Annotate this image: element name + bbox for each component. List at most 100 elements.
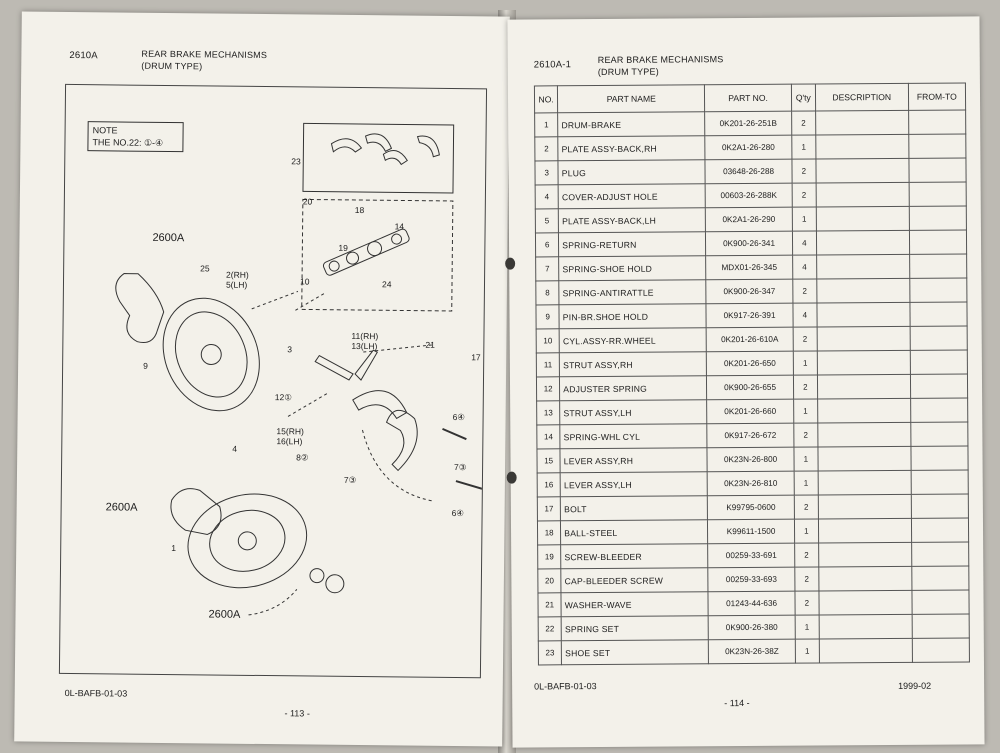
cell-part-name: PLATE ASSY-BACK,RH <box>558 135 706 161</box>
cell-part-no: 0K23N-26-38Z <box>708 639 796 664</box>
binder-hole <box>505 257 516 270</box>
cell-part-name: SPRING-SHOE HOLD <box>558 255 707 281</box>
cell-no: 19 <box>537 544 562 569</box>
cell-part-name: ADJUSTER SPRING <box>559 375 707 401</box>
exploded-diagram: NOTE THE NO.22: ①-④ 23 20 18 19 14 24 25… <box>58 83 488 679</box>
cell-qty: 2 <box>793 375 818 400</box>
cell-part-no: 0K2A1-26-280 <box>705 135 792 160</box>
note-text: THE NO.22: ①-④ <box>92 137 164 148</box>
strut <box>314 354 354 381</box>
cell-qty: 1 <box>794 518 819 544</box>
col-qty: Q'ty <box>791 84 816 112</box>
cell-no: 20 <box>537 568 562 593</box>
cell-no: 7 <box>535 256 560 281</box>
page-subtitle: (DRUM TYPE) <box>141 60 203 72</box>
cell-from-to <box>911 637 970 663</box>
cell-part-no: 0K23N-26-810 <box>707 471 795 496</box>
cell-no: 16 <box>537 472 561 497</box>
note-box: NOTE THE NO.22: ①-④ <box>87 121 184 153</box>
cell-description <box>817 398 911 424</box>
cell-description <box>818 614 912 639</box>
cell-part-no: 0K900-26-655 <box>706 375 794 400</box>
cell-description <box>815 134 909 160</box>
cell-qty: 2 <box>794 566 819 592</box>
callout-2: 2(RH) <box>226 269 249 280</box>
cell-part-name: DRUM-BRAKE <box>557 111 706 137</box>
cell-qty: 1 <box>793 399 818 424</box>
cell-no: 23 <box>538 640 562 665</box>
cell-part-name: PLATE ASSY-BACK,LH <box>558 207 706 233</box>
callout-9: 9 <box>143 360 148 371</box>
group-ref-2600a-mid: 2600A <box>105 501 138 514</box>
cell-qty: 2 <box>791 159 816 184</box>
cell-from-to <box>909 325 968 351</box>
group-ref-2600a-bottom: 2600A <box>208 608 241 621</box>
cell-no: 17 <box>537 496 561 521</box>
cell-no: 9 <box>535 304 560 329</box>
callout-7b: 7③ <box>454 462 467 473</box>
callout-25: 25 <box>200 263 210 274</box>
callout-3: 3 <box>287 344 293 355</box>
cell-part-name: BOLT <box>560 495 708 521</box>
cell-qty: 2 <box>793 423 818 448</box>
backing-plate <box>162 297 260 412</box>
binder-hole <box>506 471 517 484</box>
cell-part-name: STRUT ASSY,RH <box>559 351 707 377</box>
cell-description <box>819 638 913 663</box>
col-part-name: PART NAME <box>557 84 705 113</box>
cell-from-to <box>908 181 967 207</box>
cell-part-name: SHOE SET <box>561 639 709 665</box>
left-page: 2610A REAR BRAKE MECHANISMS (DRUM TYPE) <box>14 11 510 747</box>
callout-18: 18 <box>354 204 365 216</box>
cell-part-no: 0K201-26-650 <box>706 351 794 376</box>
callout-20: 20 <box>302 196 313 207</box>
cell-from-to <box>910 493 969 519</box>
cell-description <box>817 350 911 376</box>
note-title: NOTE <box>92 125 118 136</box>
cell-from-to <box>910 397 968 423</box>
cell-from-to <box>909 253 967 279</box>
cell-part-name: LEVER ASSY,LH <box>560 471 708 497</box>
table-header-row: NO. PART NAME PART NO. Q'ty DESCRIPTION … <box>534 82 966 113</box>
cell-part-name: BALL-STEEL <box>560 519 708 545</box>
cell-no: 18 <box>537 520 561 545</box>
cell-qty: 4 <box>792 303 817 328</box>
cell-part-name: PLUG <box>558 159 706 185</box>
right-page: 2610A-1 REAR BRAKE MECHANISMS (DRUM TYPE… <box>505 16 985 748</box>
callout-8: 8② <box>296 452 309 463</box>
parts-table: NO. PART NAME PART NO. Q'ty DESCRIPTION … <box>534 82 970 665</box>
cell-description <box>816 278 910 304</box>
cell-from-to <box>911 517 969 543</box>
section-code: 2610A <box>69 49 98 62</box>
cell-part-no: 0K2A1-26-290 <box>705 207 793 232</box>
brake-drawing <box>115 122 485 616</box>
cell-from-to <box>908 157 967 183</box>
cell-part-name: PIN-BR.SHOE HOLD <box>559 303 707 329</box>
cell-qty: 4 <box>792 255 817 280</box>
cell-qty: 1 <box>793 351 818 376</box>
cell-from-to <box>910 421 968 447</box>
cell-from-to <box>909 277 967 303</box>
cell-part-no: K99795-0600 <box>707 495 795 520</box>
cell-part-name: WASHER-WAVE <box>561 591 709 617</box>
cell-qty: 1 <box>794 614 820 640</box>
cell-qty: 2 <box>792 279 817 304</box>
cell-qty: 1 <box>795 638 820 664</box>
col-no: NO. <box>534 85 558 113</box>
cell-from-to <box>911 613 970 639</box>
brake-shoe-3 <box>382 150 408 166</box>
brake-shoe-2 <box>364 133 393 152</box>
cell-description <box>817 470 911 495</box>
cell-no: 8 <box>535 280 560 305</box>
cell-no: 1 <box>534 112 559 137</box>
cell-part-no: 0K201-26-660 <box>706 399 794 424</box>
